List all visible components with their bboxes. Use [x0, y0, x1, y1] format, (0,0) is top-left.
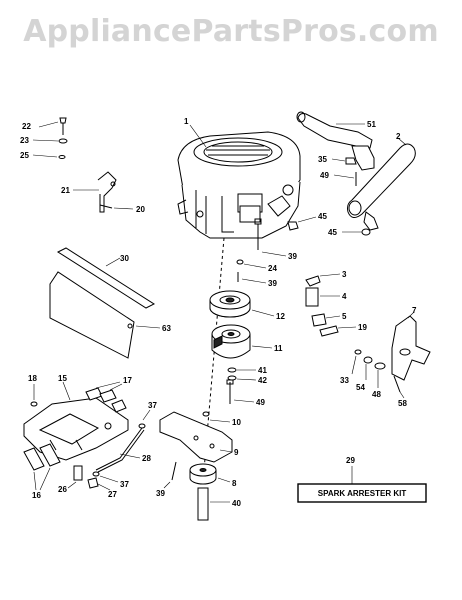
washer-part-41[interactable]: [227, 367, 256, 373]
bracket-part-21[interactable]: [73, 171, 117, 213]
callout-37-upper: 37: [148, 401, 157, 410]
callout-63: 63: [162, 324, 171, 333]
callout-9: 9: [234, 448, 239, 457]
clip-part-19[interactable]: [319, 325, 357, 337]
pin-part-26[interactable]: [67, 465, 83, 489]
washer-part-42[interactable]: [227, 375, 257, 381]
callout-54: 54: [356, 383, 365, 392]
fitting-part-27[interactable]: [87, 477, 111, 491]
callout-45-lower: 45: [328, 228, 337, 237]
bar-part-30[interactable]: [56, 247, 156, 309]
bolt-part-49-top[interactable]: [333, 172, 357, 186]
watermark: AppliancePartsPros.com: [23, 14, 439, 49]
callout-27: 27: [108, 490, 117, 499]
callout-21: 21: [61, 186, 70, 195]
bracket-part-7[interactable]: [391, 311, 431, 381]
bolt-part-49-center[interactable]: [226, 379, 255, 404]
bolt-part-18[interactable]: [30, 384, 38, 407]
callout-37-lower: 37: [120, 480, 129, 489]
pad-part-17[interactable]: [85, 381, 127, 413]
spark-arrester-kit-box[interactable]: SPARK ARRESTER KIT: [297, 466, 427, 503]
washer-part-54[interactable]: [363, 356, 373, 380]
callout-42: 42: [258, 376, 267, 385]
screw-part-20[interactable]: [99, 204, 134, 210]
idler-pulley-part-8[interactable]: [189, 463, 231, 485]
callout-25: 25: [20, 151, 29, 160]
bolt-part-3[interactable]: [305, 273, 341, 287]
nut-part-35[interactable]: [331, 157, 357, 165]
callout-35: 35: [318, 155, 327, 164]
callout-labels: 22 23 25 1 51 2 35 49 21 20 45 45 39 24 …: [20, 117, 417, 508]
callout-49-top: 49: [320, 171, 329, 180]
callout-41: 41: [258, 366, 267, 375]
callout-40: 40: [232, 499, 241, 508]
clutch-part-11[interactable]: [211, 324, 273, 359]
shield-part-63[interactable]: [49, 271, 161, 359]
muffler-part-2[interactable]: [347, 137, 416, 231]
clip-part-37-lower[interactable]: [92, 471, 119, 483]
nut-part-45-upper[interactable]: [287, 216, 317, 231]
callout-39-center: 39: [268, 279, 277, 288]
bolt-part-58[interactable]: [393, 375, 405, 399]
callout-26: 26: [58, 485, 67, 494]
callout-58: 58: [398, 399, 407, 408]
callout-23: 23: [20, 136, 29, 145]
callout-16: 16: [32, 491, 41, 500]
callout-28: 28: [142, 454, 151, 463]
callout-1: 1: [184, 117, 189, 126]
callout-19: 19: [358, 323, 367, 332]
washer-part-25[interactable]: [32, 154, 66, 159]
callout-11: 11: [274, 344, 283, 353]
bracket-part-9[interactable]: [159, 411, 233, 463]
callout-8: 8: [232, 479, 237, 488]
washer-part-33[interactable]: [351, 349, 362, 375]
washer-part-48[interactable]: [374, 362, 386, 388]
bolt-part-39-center[interactable]: [237, 272, 267, 284]
spacer-part-4[interactable]: [305, 287, 340, 307]
spacer-part-10[interactable]: [202, 411, 231, 423]
clip-part-37-upper[interactable]: [138, 409, 151, 429]
spacer-part-24[interactable]: [236, 259, 267, 269]
callout-29: 29: [346, 456, 355, 465]
callout-7: 7: [412, 306, 417, 315]
pad-part-16[interactable]: [23, 443, 61, 491]
callout-15: 15: [58, 374, 67, 383]
callout-51: 51: [367, 120, 376, 129]
callout-12: 12: [276, 312, 285, 321]
nut-part-45-lower[interactable]: [342, 228, 371, 236]
callout-30: 30: [120, 254, 129, 263]
spark-arrester-kit-label: SPARK ARRESTER KIT: [318, 489, 407, 498]
callout-18: 18: [28, 374, 37, 383]
bolt-part-39-lower[interactable]: [163, 461, 177, 489]
callout-17: 17: [123, 376, 132, 385]
callout-10: 10: [232, 418, 241, 427]
bolt-part-39-right[interactable]: [254, 218, 287, 257]
pulley-part-12[interactable]: [209, 290, 275, 318]
callout-39-right: 39: [288, 252, 297, 261]
callout-22: 22: [22, 122, 31, 131]
callout-20: 20: [136, 205, 145, 214]
bushing-part-5[interactable]: [311, 313, 341, 327]
callout-3: 3: [342, 270, 347, 279]
engine-part-1[interactable]: [177, 124, 301, 239]
cable-part-28[interactable]: [95, 427, 145, 473]
callout-48: 48: [372, 390, 381, 399]
washer-part-23[interactable]: [32, 138, 68, 144]
callout-39-lower: 39: [156, 489, 165, 498]
exhaust-pipe-part-51[interactable]: [296, 111, 375, 171]
callout-33: 33: [340, 376, 349, 385]
callout-2: 2: [396, 132, 401, 141]
callout-45-upper: 45: [318, 212, 327, 221]
bolt-part-40[interactable]: [197, 487, 230, 521]
callout-49-center: 49: [256, 398, 265, 407]
callout-5: 5: [342, 312, 347, 321]
bolt-part-22[interactable]: [38, 117, 67, 135]
callout-24: 24: [268, 264, 277, 273]
callout-4: 4: [342, 292, 347, 301]
